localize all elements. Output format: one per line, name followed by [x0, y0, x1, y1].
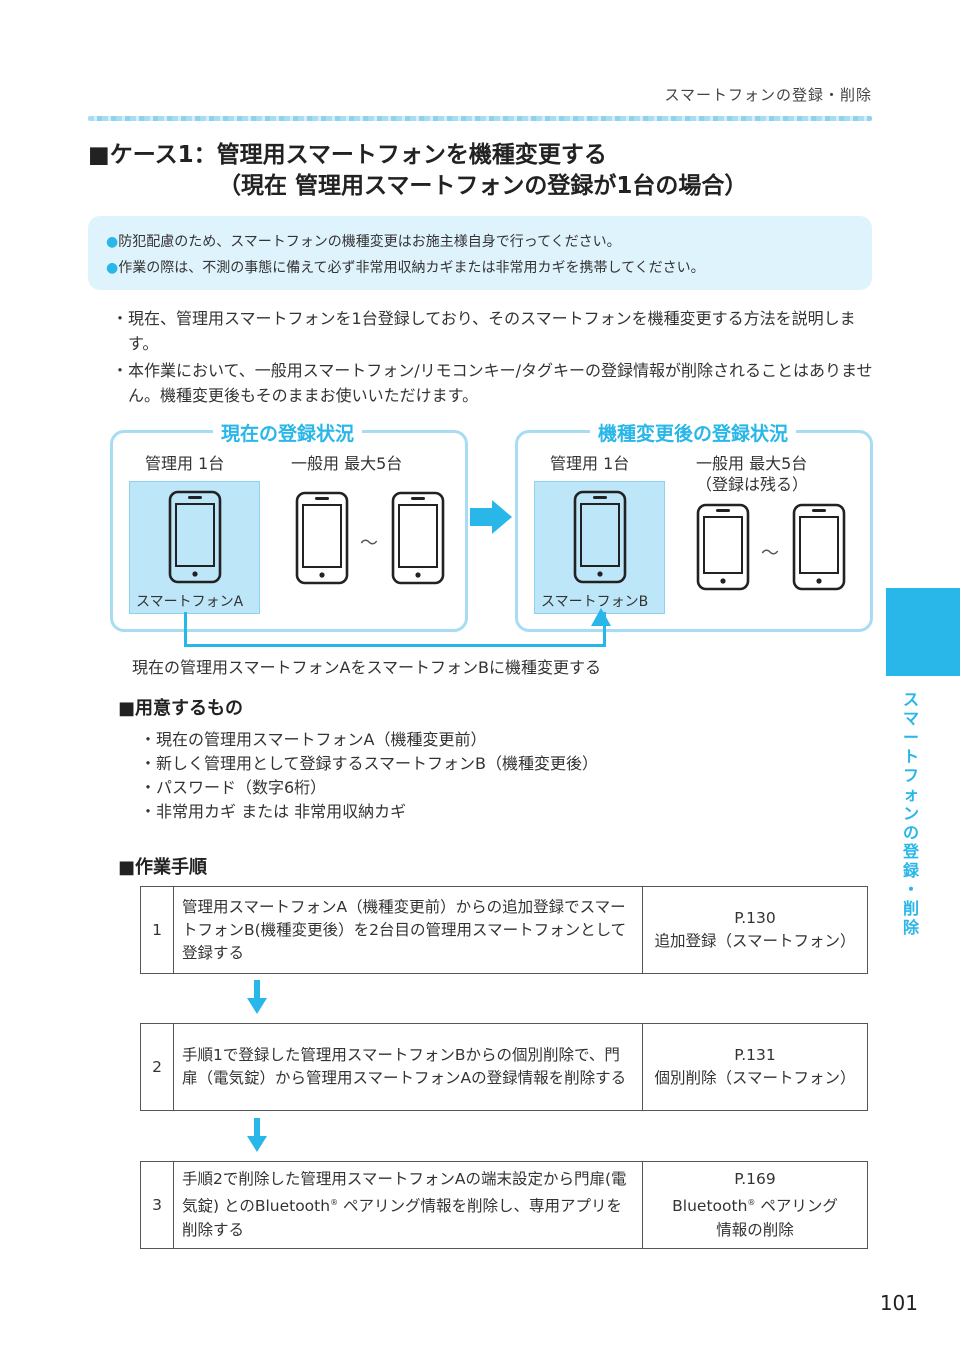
- range-tilde: ～: [360, 533, 378, 554]
- bullet-icon: ●: [106, 260, 119, 276]
- up-arrow-icon: [591, 608, 611, 626]
- intro-paragraph: ・本作業において、一般用スマートフォン/リモコンキー/タグキーの登録情報が削除さ…: [112, 361, 873, 405]
- range-tilde: ～: [761, 543, 779, 564]
- step-table-1: 1 管理用スマートフォンA（機種変更前）からの追加登録でスマートフォンB(機種変…: [140, 886, 868, 974]
- page-number: 101: [879, 1291, 918, 1315]
- prep-list: ・現在の管理用スマートフォンA（機種変更前） ・新しく管理用として登録するスマー…: [140, 728, 598, 824]
- ref-title: 個別削除（スマートフォン）: [654, 1069, 856, 1087]
- down-arrow-icon: [247, 1118, 267, 1152]
- page-title: ■ケース1：管理用スマートフォンを機種変更する （現在 管理用スマートフォンの登…: [88, 140, 747, 202]
- ref-title: Bluetooth® ペアリング: [672, 1197, 838, 1216]
- step-reference: P.130 追加登録（スマートフォン）: [642, 886, 868, 974]
- list-item: ・新しく管理用として登録するスマートフォンB（機種変更後）: [140, 754, 599, 773]
- notice-item: ●作業の際は、不測の事態に備えて必ず非常用収納カギまたは非常用カギを携帯してくだ…: [106, 260, 705, 276]
- smartphone-icon: [295, 491, 349, 585]
- step-description: 手順1で登録した管理用スマートフォンBからの個別削除で、門扉（電気錠）から管理用…: [173, 1023, 643, 1111]
- title-line-2: （現在 管理用スマートフォンの登録が1台の場合）: [218, 173, 748, 199]
- steps-heading: ■作業手順: [118, 857, 208, 878]
- phone-a-caption: スマートフォンA: [136, 594, 244, 610]
- page-ref: P.131: [734, 1046, 776, 1064]
- step-table-3: 3 手順2で削除した管理用スマートフォンAの端末設定から門扉(電気錠) とのBl…: [140, 1161, 868, 1249]
- chapter-tab: [886, 588, 960, 676]
- notice-item: ●防犯配慮のため、スマートフォンの機種変更はお施主様自身で行ってください。: [106, 234, 621, 250]
- prep-heading: ■用意するもの: [118, 698, 244, 719]
- down-arrow-icon: [247, 980, 267, 1014]
- page-ref: P.169: [734, 1170, 776, 1189]
- page-ref: P.130: [734, 909, 776, 927]
- step-number: 3: [140, 1161, 174, 1249]
- step-number: 1: [140, 886, 174, 974]
- smartphone-icon: [696, 503, 750, 591]
- smartphone-icon: [391, 491, 445, 585]
- registered-mark: ®: [330, 1198, 339, 1208]
- section-header: スマートフォンの登録・削除: [664, 86, 872, 104]
- smartphone-icon: [792, 503, 846, 591]
- admin-phone-box: スマートフォンA: [129, 481, 260, 614]
- step-description: 管理用スマートフォンA（機種変更前）からの追加登録でスマートフォンB(機種変更後…: [173, 886, 643, 974]
- after-status-panel: 機種変更後の登録状況 管理用 1台 一般用 最大5台 （登録は残る） スマートフ…: [515, 419, 873, 632]
- ref-title: 追加登録（スマートフォン）: [654, 932, 856, 950]
- admin-phone-box: スマートフォンB: [534, 481, 665, 614]
- registered-mark: ®: [747, 1198, 756, 1208]
- step-number: 2: [140, 1023, 174, 1111]
- list-item: ・非常用カギ または 非常用収納カギ: [140, 802, 407, 821]
- general-count-label: 一般用 最大5台: [291, 454, 403, 473]
- ref-title-line-2: 情報の削除: [716, 1220, 794, 1239]
- admin-count-label: 管理用 1台: [145, 454, 225, 473]
- after-status-title: 機種変更後の登録状況: [590, 419, 797, 446]
- intro-paragraph: ・現在、管理用スマートフォンを1台登録しており、そのスマートフォンを機種変更する…: [112, 309, 856, 353]
- step-reference: P.131 個別削除（スマートフォン）: [642, 1023, 868, 1111]
- table-row: 2 手順1で登録した管理用スマートフォンBからの個別削除で、門扉（電気錠）から管…: [140, 1023, 868, 1111]
- current-status-panel: 現在の登録状況 管理用 1台 一般用 最大5台 スマートフォンA ～: [110, 419, 468, 632]
- table-row: 1 管理用スマートフォンA（機種変更前）からの追加登録でスマートフォンB(機種変…: [140, 886, 868, 974]
- smartphone-icon: [573, 490, 627, 584]
- bullet-icon: ●: [106, 234, 119, 250]
- title-line-1: ■ケース1：管理用スマートフォンを機種変更する: [88, 142, 607, 168]
- general-count-label: 一般用 最大5台 （登録は残る）: [696, 454, 809, 494]
- list-item: ・パスワード（数字6桁）: [140, 778, 327, 797]
- right-arrow-icon: [470, 500, 512, 534]
- step-description: 手順2で削除した管理用スマートフォンAの端末設定から門扉(電気錠) とのBlue…: [173, 1161, 643, 1249]
- table-row: 3 手順2で削除した管理用スマートフォンAの端末設定から門扉(電気錠) とのBl…: [140, 1161, 868, 1249]
- admin-count-label: 管理用 1台: [550, 454, 630, 473]
- diagram-caption: 現在の管理用スマートフォンAをスマートフォンBに機種変更する: [132, 658, 601, 677]
- header-divider: [88, 116, 872, 121]
- phone-b-caption: スマートフォンB: [541, 594, 649, 610]
- list-item: ・現在の管理用スマートフォンA（機種変更前）: [140, 730, 487, 749]
- intro-text: ・現在、管理用スマートフォンを1台登録しており、そのスマートフォンを機種変更する…: [112, 306, 882, 410]
- chapter-side-label: ス マ ー ト フ ォ ン の 登 録 ・ 削 除: [902, 690, 919, 937]
- step-reference: P.169 Bluetooth® ペアリング 情報の削除: [642, 1161, 868, 1249]
- current-status-title: 現在の登録状況: [213, 419, 363, 446]
- step-table-2: 2 手順1で登録した管理用スマートフォンBからの個別削除で、門扉（電気錠）から管…: [140, 1023, 868, 1111]
- smartphone-icon: [168, 490, 222, 584]
- replacement-connector: [184, 612, 606, 647]
- notice-box: ●防犯配慮のため、スマートフォンの機種変更はお施主様自身で行ってください。 ●作…: [88, 216, 872, 290]
